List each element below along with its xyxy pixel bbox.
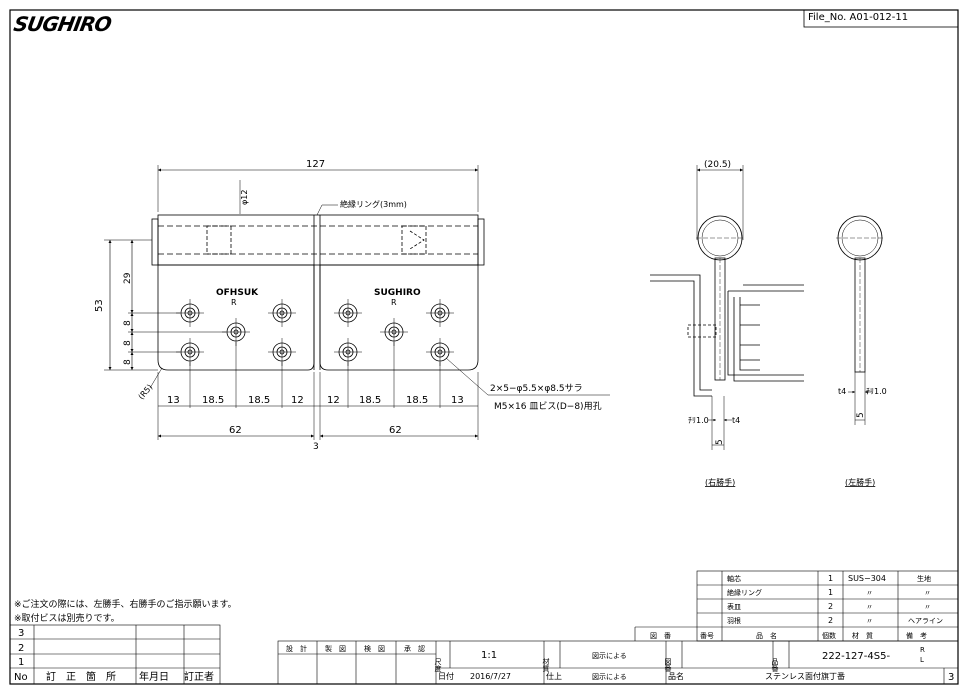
part-row-2-mat: 〃 xyxy=(866,603,873,611)
brand-right-sub: R xyxy=(391,298,397,307)
dim-leaf-left: 62 xyxy=(229,425,242,436)
side-left-dim-t4: t4 xyxy=(838,387,846,396)
product-no-value: 222-127-4S5- xyxy=(822,651,890,662)
side-right-caption: (右勝手) xyxy=(705,477,735,487)
product-no-r: R xyxy=(920,646,925,654)
dim-gap: 3 xyxy=(313,442,319,452)
part-row-0-rem: 生地 xyxy=(917,574,931,583)
hole-note-2: M5×16 皿ビス(D−8)用孔 xyxy=(494,401,602,412)
side-left-dim-t1: ﾁﾘ1.0 xyxy=(866,387,887,396)
scale-value: 1:1 xyxy=(481,650,497,661)
title-block xyxy=(277,640,959,685)
dim-pin-dia: φ12 xyxy=(240,190,249,205)
part-row-2-rem: 〃 xyxy=(924,603,931,611)
parts-header-zaishitsu: 材 質 xyxy=(852,631,873,640)
leaf-left xyxy=(157,264,315,371)
dim-29: 29 xyxy=(123,272,133,284)
sheet-border xyxy=(9,9,959,685)
drawing-no-label: 図番 xyxy=(664,658,672,673)
part-row-2-name: 表皿 xyxy=(727,602,741,611)
date-label: 日付 xyxy=(438,671,454,681)
rev-no-3: 3 xyxy=(18,628,24,639)
side-right-dim-5: 5 xyxy=(715,439,725,445)
dim-right-3: 13 xyxy=(451,395,464,406)
rev-no-1: 1 xyxy=(18,657,24,668)
scale-label: 尺度 xyxy=(434,658,442,673)
hole-note-1: 2×5−φ5.5×φ8.5サラ xyxy=(490,383,583,394)
hinge-knuckle xyxy=(157,214,479,266)
side-view-left xyxy=(836,215,884,425)
side-view-right xyxy=(650,165,804,450)
dim-right-2: 18.5 xyxy=(406,395,428,406)
part-row-3-mat: 〃 xyxy=(866,617,873,625)
finish-value: 図示による xyxy=(592,673,627,681)
part-row-0-mat: SUS−304 xyxy=(848,574,886,583)
note-screws: ※取付ビスは別売りです。 xyxy=(14,614,120,624)
side-right-dim-t4: t4 xyxy=(732,416,740,425)
brand-right: SUGHIRO xyxy=(374,288,421,298)
dim-53: 53 xyxy=(94,299,105,312)
brand-left-sub: R xyxy=(231,298,237,307)
parts-header-hinmei: 品 名 xyxy=(756,631,777,640)
dim-left-2: 18.5 xyxy=(248,395,270,406)
dim-left-3: 12 xyxy=(291,395,304,406)
part-row-1-name: 絶縁リング xyxy=(727,588,762,597)
leaf-right xyxy=(319,264,479,371)
name-label: 品名 xyxy=(668,671,684,681)
material-label: 材質 xyxy=(542,657,550,673)
part-row-0-qty: 1 xyxy=(828,574,833,583)
part-row-2-qty: 2 xyxy=(828,602,833,611)
dim-right-1: 18.5 xyxy=(359,395,381,406)
side-left-dim-5: 5 xyxy=(856,412,866,418)
part-row-1-qty: 1 xyxy=(828,588,833,597)
part-row-3-rem: ヘアライン xyxy=(908,617,943,625)
file-number: File_No. A01-012-11 xyxy=(808,12,909,23)
dim-8b: 8 xyxy=(123,340,133,346)
finish-label: 仕上 xyxy=(546,671,562,681)
dim-left-0: 13 xyxy=(167,395,180,406)
dim-8a: 8 xyxy=(123,320,133,326)
parts-header-zuban: 図 番 xyxy=(650,632,671,640)
screw-holes xyxy=(180,303,450,362)
date-value: 2016/7/27 xyxy=(470,672,511,681)
parts-header-bango: 番号 xyxy=(700,632,714,640)
product-no-label: 品番 xyxy=(771,658,779,673)
front-view xyxy=(104,165,610,440)
role-approve: 承 認 xyxy=(404,644,425,653)
rev-no-2: 2 xyxy=(18,643,24,654)
role-design: 設 計 xyxy=(286,644,307,653)
part-row-3-qty: 2 xyxy=(828,616,833,625)
part-row-1-mat: 〃 xyxy=(866,589,873,597)
rev-header-who: 訂正者 xyxy=(184,670,214,683)
parts-table xyxy=(634,570,959,642)
rev-header-place: 訂 正 箇 所 xyxy=(46,670,116,683)
role-check: 検 図 xyxy=(364,644,385,653)
dim-left-1: 18.5 xyxy=(202,395,224,406)
sheet-number: 3 xyxy=(948,672,954,683)
side-right-dim-top: (20.5) xyxy=(704,160,731,170)
rev-header-no: No xyxy=(14,672,28,683)
file-number-box xyxy=(803,9,959,28)
part-row-1-rem: 〃 xyxy=(924,589,931,597)
brand-left: OFHSUK xyxy=(216,288,259,298)
dim-leaf-right: 62 xyxy=(389,425,402,436)
parts-header-biko: 備 考 xyxy=(906,631,927,640)
dim-127: 127 xyxy=(306,159,325,170)
material-value: 図示による xyxy=(592,652,627,660)
role-drafting: 製 図 xyxy=(325,644,346,653)
side-left-caption: (左勝手) xyxy=(845,477,875,487)
revision-table xyxy=(9,624,221,685)
part-row-3-name: 羽根 xyxy=(727,616,741,625)
dim-8c: 8 xyxy=(123,359,133,365)
side-right-dim-t1: ﾁﾘ1.0 xyxy=(688,416,709,425)
name-value: ステンレス面付旗丁番 xyxy=(765,671,845,681)
dim-right-0: 12 xyxy=(327,395,340,406)
rev-header-date: 年月日 xyxy=(139,670,169,683)
ring-label: 絶縁リング(3mm) xyxy=(340,199,407,209)
parts-header-kosu: 個数 xyxy=(822,631,836,640)
note-order: ※ご注文の際には、左勝手、右勝手のご指示願います。 xyxy=(14,600,237,610)
part-row-0-name: 軸芯 xyxy=(727,574,741,583)
product-no-l: L xyxy=(920,656,924,664)
